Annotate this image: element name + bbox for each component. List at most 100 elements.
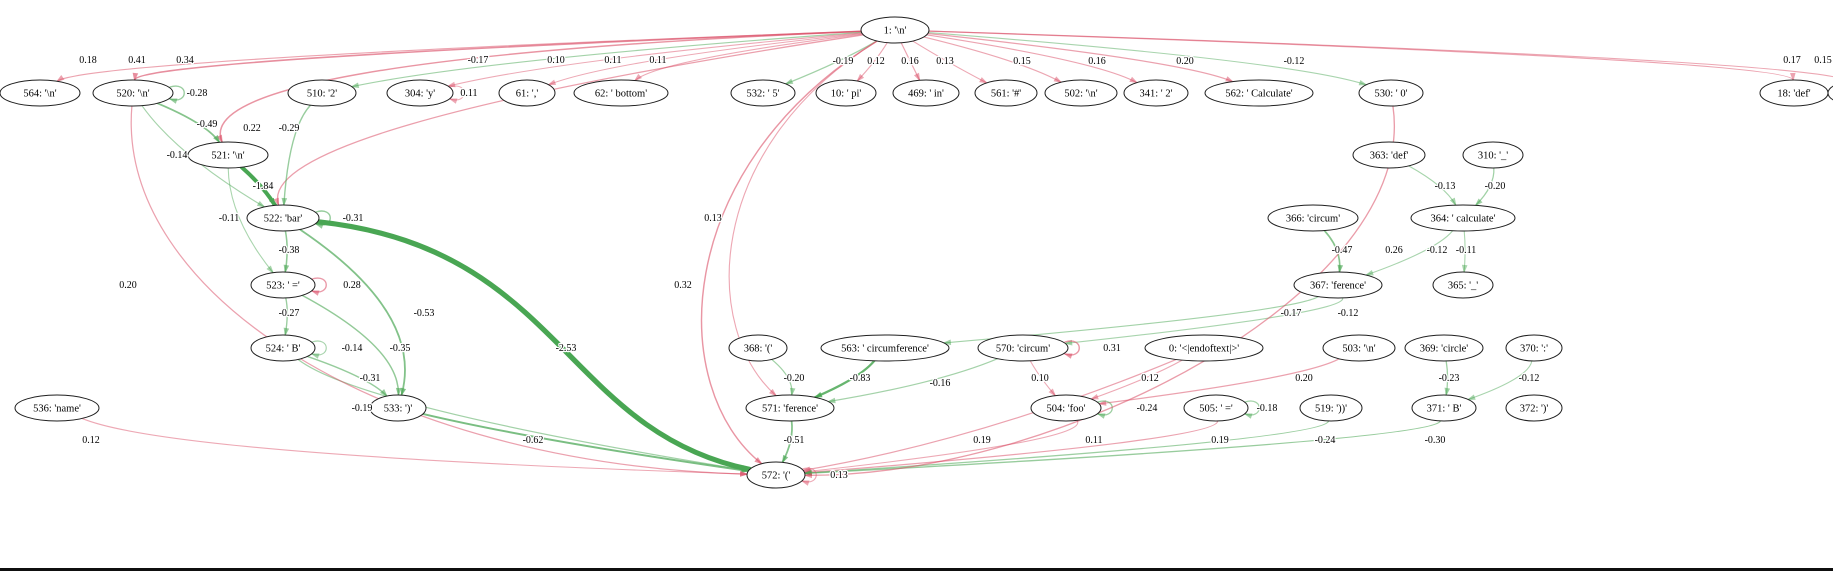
node-ellipse[interactable] bbox=[1267, 204, 1359, 232]
node-ellipse[interactable] bbox=[1410, 204, 1516, 232]
graph-node-341[interactable]: 341: ' 2' bbox=[1123, 79, 1189, 107]
graph-node-363[interactable]: 363: 'def' bbox=[1352, 141, 1426, 169]
graph-node-304[interactable]: 304: 'y' bbox=[386, 79, 454, 107]
arrowhead-icon bbox=[1089, 393, 1099, 400]
edge-weight-label: -0.12 bbox=[1284, 56, 1305, 67]
node-ellipse[interactable] bbox=[187, 141, 269, 169]
graph-node-532[interactable]: 532: ' 5' bbox=[730, 79, 796, 107]
graph-edge-364-367 bbox=[1365, 230, 1454, 276]
graph-node-369[interactable]: 369: 'circle' bbox=[1404, 334, 1484, 362]
graph-node-61[interactable]: 61: ',' bbox=[498, 79, 556, 107]
node-ellipse[interactable] bbox=[1044, 79, 1118, 107]
graph-node-564[interactable]: 564: '\n' bbox=[0, 79, 81, 107]
node-ellipse[interactable] bbox=[1123, 79, 1189, 107]
graph-node-1[interactable]: 1: '\n' bbox=[860, 16, 930, 44]
graph-edge-1-62 bbox=[634, 33, 864, 82]
edge-weight-label: 0.16 bbox=[901, 56, 919, 67]
graph-edge-self-524 bbox=[311, 340, 327, 356]
graph-node-521[interactable]: 521: '\n' bbox=[187, 141, 269, 169]
graph-node-62[interactable]: 62: ' bottom' bbox=[573, 79, 669, 107]
node-ellipse[interactable] bbox=[892, 79, 960, 107]
node-ellipse[interactable] bbox=[1293, 271, 1383, 299]
graph-node-365[interactable]: 365: '_' bbox=[1432, 271, 1494, 299]
node-ellipse[interactable] bbox=[860, 16, 930, 44]
node-ellipse[interactable] bbox=[728, 334, 788, 362]
graph-node-524[interactable]: 524: ' B' bbox=[250, 334, 316, 362]
node-ellipse[interactable] bbox=[1204, 79, 1314, 107]
graph-node-520[interactable]: 520: '\n' bbox=[92, 79, 174, 107]
node-ellipse[interactable] bbox=[1404, 334, 1484, 362]
node-ellipse[interactable] bbox=[1030, 394, 1102, 422]
node-ellipse[interactable] bbox=[1432, 271, 1494, 299]
node-ellipse[interactable] bbox=[820, 334, 950, 362]
edge-weight-label: 0.12 bbox=[867, 56, 885, 67]
graph-node-18[interactable]: 18: 'def' bbox=[1759, 79, 1829, 107]
node-ellipse[interactable] bbox=[746, 461, 806, 489]
graph-node-370[interactable]: 370: ':' bbox=[1505, 334, 1563, 362]
node-ellipse[interactable] bbox=[1183, 394, 1249, 422]
graph-node-310[interactable]: 310: '_' bbox=[1462, 141, 1524, 169]
edge-weight-label: -0.18 bbox=[1257, 403, 1278, 414]
node-ellipse[interactable] bbox=[745, 394, 835, 422]
graph-node-503[interactable]: 503: '\n' bbox=[1322, 334, 1396, 362]
node-ellipse[interactable] bbox=[250, 334, 316, 362]
graph-node-next[interactable] bbox=[1827, 80, 1833, 106]
graph-node-519[interactable]: 519: '))' bbox=[1299, 394, 1363, 422]
node-ellipse[interactable] bbox=[815, 79, 877, 107]
node-ellipse[interactable] bbox=[92, 79, 174, 107]
graph-node-469[interactable]: 469: ' in' bbox=[892, 79, 960, 107]
graph-node-502[interactable]: 502: '\n' bbox=[1044, 79, 1118, 107]
graph-node-563[interactable]: 563: ' circumference' bbox=[820, 334, 950, 362]
edge-weight-label: -0.17 bbox=[468, 55, 489, 66]
node-label: 504: 'foo' bbox=[1046, 404, 1085, 415]
node-ellipse[interactable] bbox=[369, 394, 427, 422]
graph-node-571[interactable]: 571: 'ference' bbox=[745, 394, 835, 422]
graph-node-372[interactable]: 372: ')' bbox=[1505, 394, 1563, 422]
graph-node-0[interactable]: 0: '<|endoftext|>' bbox=[1144, 334, 1264, 362]
node-ellipse[interactable] bbox=[0, 79, 81, 107]
graph-node-366[interactable]: 366: 'circum' bbox=[1267, 204, 1359, 232]
edge-weight-label: 0.20 bbox=[1295, 373, 1313, 384]
node-ellipse[interactable] bbox=[1827, 80, 1833, 106]
node-ellipse[interactable] bbox=[386, 79, 454, 107]
graph-node-367[interactable]: 367: 'ference' bbox=[1293, 271, 1383, 299]
node-ellipse[interactable] bbox=[1411, 394, 1477, 422]
node-ellipse[interactable] bbox=[1322, 334, 1396, 362]
arrowhead-icon bbox=[1243, 413, 1253, 419]
edge-weight-label: -0.51 bbox=[784, 435, 805, 446]
graph-node-561[interactable]: 561: '#' bbox=[974, 79, 1038, 107]
graph-node-504[interactable]: 504: 'foo' bbox=[1030, 394, 1102, 422]
node-ellipse[interactable] bbox=[1462, 141, 1524, 169]
node-ellipse[interactable] bbox=[1299, 394, 1363, 422]
graph-node-530[interactable]: 530: ' 0' bbox=[1358, 79, 1424, 107]
graph-node-572[interactable]: 572: '(' bbox=[746, 461, 806, 489]
node-ellipse[interactable] bbox=[246, 204, 320, 232]
node-ellipse[interactable] bbox=[977, 334, 1069, 362]
node-ellipse[interactable] bbox=[974, 79, 1038, 107]
graph-node-536[interactable]: 536: 'name' bbox=[14, 394, 100, 422]
graph-node-533[interactable]: 533: ')' bbox=[369, 394, 427, 422]
graph-node-368[interactable]: 368: '(' bbox=[728, 334, 788, 362]
graph-node-523[interactable]: 523: ' =' bbox=[250, 271, 316, 299]
node-ellipse[interactable] bbox=[498, 79, 556, 107]
graph-node-364[interactable]: 364: ' calculate' bbox=[1410, 204, 1516, 232]
node-ellipse[interactable] bbox=[573, 79, 669, 107]
node-ellipse[interactable] bbox=[1352, 141, 1426, 169]
graph-node-510[interactable]: 510: '2' bbox=[287, 79, 357, 107]
node-ellipse[interactable] bbox=[1144, 334, 1264, 362]
graph-node-522[interactable]: 522: 'bar' bbox=[246, 204, 320, 232]
graph-node-562[interactable]: 562: ' Calculate' bbox=[1204, 79, 1314, 107]
graph-edge-1-510 bbox=[351, 31, 863, 88]
graph-node-10[interactable]: 10: ' pi' bbox=[815, 79, 877, 107]
node-ellipse[interactable] bbox=[250, 271, 316, 299]
node-ellipse[interactable] bbox=[1358, 79, 1424, 107]
graph-node-371[interactable]: 371: ' B' bbox=[1411, 394, 1477, 422]
node-ellipse[interactable] bbox=[14, 394, 100, 422]
graph-node-505[interactable]: 505: ' =' bbox=[1183, 394, 1249, 422]
graph-node-570[interactable]: 570: 'circum' bbox=[977, 334, 1069, 362]
node-ellipse[interactable] bbox=[1505, 334, 1563, 362]
node-ellipse[interactable] bbox=[287, 79, 357, 107]
node-ellipse[interactable] bbox=[730, 79, 796, 107]
node-ellipse[interactable] bbox=[1505, 394, 1563, 422]
